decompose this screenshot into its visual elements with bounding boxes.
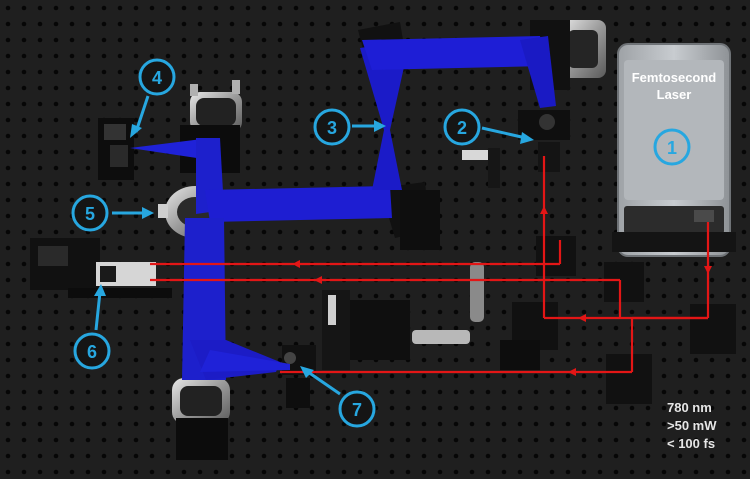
spec-wavelength: 780 nm xyxy=(667,400,712,415)
red-beam-arrows xyxy=(292,206,712,376)
callout-6-label: 6 xyxy=(87,342,97,362)
mount-7 xyxy=(282,345,316,408)
callout-7: 7 xyxy=(338,390,376,428)
callout-2: 2 xyxy=(443,108,481,146)
callout-2-label: 2 xyxy=(457,118,467,138)
callout-4-label: 4 xyxy=(152,68,162,88)
callout-7-label: 7 xyxy=(352,400,362,420)
laser-title-line2: Laser xyxy=(657,87,692,102)
callout-arrows xyxy=(94,95,534,396)
callout-3: 3 xyxy=(313,108,351,146)
detector-6 xyxy=(30,238,172,298)
spec-power: >50 mW xyxy=(667,418,717,433)
laser-title-line1: Femtosecond xyxy=(632,70,717,85)
callout-4: 4 xyxy=(138,58,176,96)
callout-6: 6 xyxy=(73,332,111,370)
post-mount-center xyxy=(462,148,500,322)
callout-3-label: 3 xyxy=(327,118,337,138)
mount-4 xyxy=(98,118,134,180)
mirror-mount-bottom-left xyxy=(172,378,230,460)
callout-1-label: 1 xyxy=(667,138,677,158)
blue-beam xyxy=(130,36,556,380)
spec-pulse: < 100 fs xyxy=(667,436,715,451)
laser-specs: 780 nm >50 mW < 100 fs xyxy=(667,400,717,451)
callout-5: 5 xyxy=(71,194,109,232)
mirror-mount-mid xyxy=(380,182,440,250)
callout-5-label: 5 xyxy=(85,204,95,224)
translation-stage xyxy=(322,290,470,370)
callout-1: 1 xyxy=(653,128,691,166)
red-path-mirrors xyxy=(500,236,736,404)
mount-2 xyxy=(518,110,570,172)
